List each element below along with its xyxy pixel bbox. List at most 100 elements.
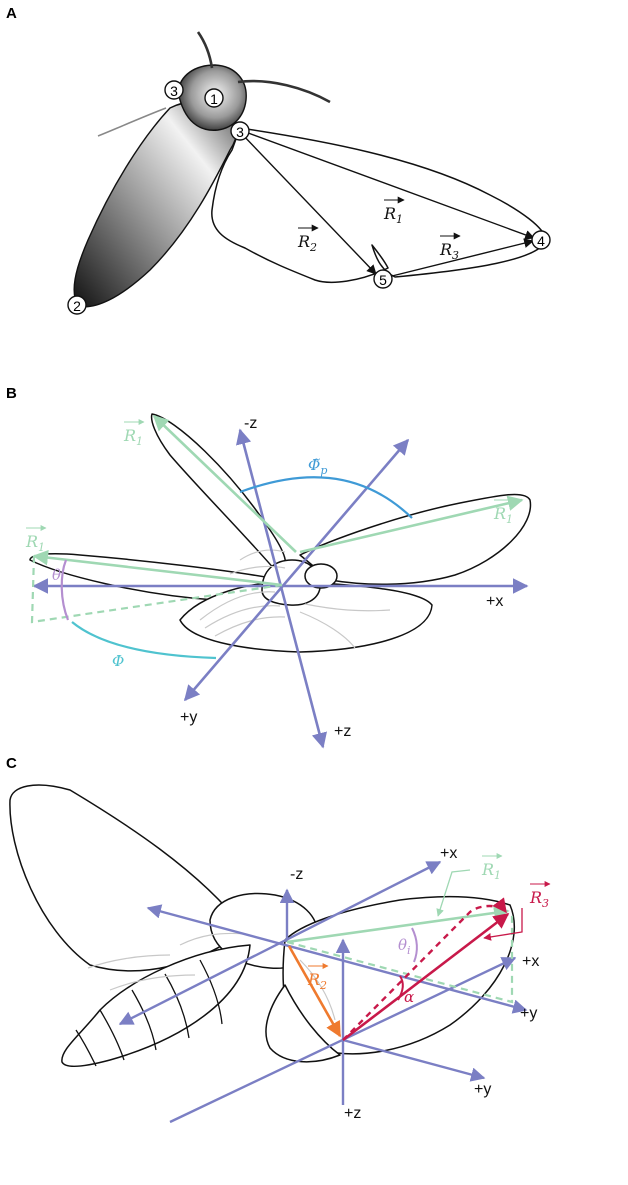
panel-a-landmark-3-right: 3 [230, 121, 250, 141]
panel-c-label-r2: R2 [307, 963, 329, 992]
panel-b-axis-pos-y-label: +y [180, 709, 197, 726]
panel-c-label-r1-name: R [481, 860, 494, 879]
panel-b-left-upper-wing [150, 413, 287, 579]
panel-b-head [304, 563, 338, 589]
panel-b-label-r1-top-sub: 1 [136, 435, 143, 448]
panel-b-r1-side-arrow [32, 549, 283, 587]
panel-c-upper-wing [9, 784, 246, 972]
panel-c-axis-pos-x-upper-label: +x [440, 845, 457, 862]
panel-a-landmark-4: 4 [531, 230, 551, 250]
svg-text:R1: R1 [481, 860, 501, 882]
panel-c-axis-pos-x-lower-label: +x [522, 953, 539, 970]
panel-b-letter: B [6, 385, 17, 402]
svg-text:R1: R1 [383, 204, 403, 226]
panel-c-r1-projection-dashed [286, 915, 514, 1004]
panel-b-axis-neg-z-label: -z [244, 415, 257, 432]
panel-c-r2-arrow [287, 945, 342, 1038]
panel-a-landmark-2: 2 [67, 295, 87, 315]
panel-b-r1-upper-left-arrow [152, 414, 297, 553]
panel-c-letter: C [6, 755, 17, 772]
panel-c-axis-pos-z-label: +z [344, 1105, 361, 1122]
svg-text:R1: R1 [123, 426, 143, 448]
panel-b-axis-y [183, 438, 410, 702]
panel-a-landmark-5-label: 5 [379, 272, 387, 288]
panel-c-label-r2-name: R [307, 970, 320, 989]
panel-a-antenna-right [237, 79, 331, 104]
panel-b-label-r1-left-name: R [25, 532, 38, 551]
panel-a-label-r2-name: R [297, 232, 310, 251]
panel-c-label-r3-name: R [529, 888, 542, 907]
panel-b-axis-pos-z-label: +z [334, 723, 351, 740]
panel-c-alpha-arc [397, 975, 404, 1001]
panel-a-wing-outline [211, 127, 547, 283]
panel-c-axis-lower-x [169, 956, 517, 1124]
panel-a-landmark-3-left-label: 3 [170, 83, 178, 99]
panel-b-r1-upper-right-arrow [299, 495, 524, 554]
panel-c-r3-callout [483, 908, 523, 941]
panel-a-landmark-2-label: 2 [73, 298, 81, 314]
panel-b-theta-arc [60, 559, 70, 621]
panel-a-landmark-4-label: 4 [537, 233, 545, 249]
panel-c-axis-pos-y-upper-label: +y [520, 1005, 537, 1022]
panel-b-phi-p-label: Φ̃p [308, 456, 327, 477]
panel-b-label-r1-right-sub: 1 [506, 513, 513, 526]
panel-a-landmark-1: 1 [204, 88, 224, 108]
panel-c-axis-neg-z-label: -z [290, 866, 303, 883]
svg-text:R3: R3 [439, 240, 459, 262]
panel-c-r1-arrow [286, 905, 510, 944]
panel-a-landmark-3-right-label: 3 [236, 124, 244, 140]
panel-b-theta-label: θ [52, 566, 61, 584]
panel-b-r1-projection-dashed [30, 555, 283, 624]
panel-a-label-r3-name: R [439, 240, 452, 259]
panel-c-label-r3-sub: 3 [542, 897, 549, 910]
svg-text:R1: R1 [25, 532, 45, 554]
panel-c-axis-pos-y-lower-label: +y [474, 1081, 491, 1098]
panel-b-phi-arc [71, 621, 217, 660]
panel-b-label-r1-left: R1 [25, 525, 47, 554]
svg-text:R2: R2 [307, 970, 327, 992]
panel-a-vector-r1-arrow [239, 129, 535, 240]
panel-b: B -z +x +y +z R1 R1 R1 [6, 385, 532, 749]
panel-c-label-r1: R1 [481, 853, 503, 882]
panel-a: A 1 2 3 3 4 5 [6, 5, 551, 315]
panel-a-hindleg [97, 107, 167, 137]
svg-text:R3: R3 [529, 888, 549, 910]
panel-c-axis-lower-y [342, 1038, 486, 1082]
panel-b-label-r1-right-name: R [493, 504, 506, 523]
panel-a-vector-r2-arrow [239, 131, 377, 275]
panel-b-label-r1-right: R1 [493, 497, 515, 526]
panel-c: C -z +x +x +y +y +z R1 [6, 755, 551, 1124]
panel-b-phi-p-arc [239, 476, 413, 519]
panel-c-label-r1-sub: 1 [494, 869, 501, 882]
svg-text:R2: R2 [297, 232, 317, 254]
panel-a-landmark-5: 5 [373, 269, 393, 289]
panel-a-label-r2: R2 [297, 224, 319, 254]
panel-a-landmark-3-left: 3 [164, 80, 184, 100]
panel-b-label-r1-top-name: R [123, 426, 136, 445]
panel-c-alpha-label: α [404, 988, 414, 1006]
panel-c-r1-callout [436, 869, 471, 917]
panel-c-axis-upper-y [118, 860, 442, 1026]
panel-a-label-r1-sub: 1 [396, 213, 403, 226]
panel-c-label-r2-sub: 2 [319, 979, 327, 992]
panel-c-r3-arrow [342, 912, 510, 1042]
panel-a-label-r1-name: R [383, 204, 396, 223]
panel-c-r3-dashed-arrow [342, 897, 507, 1041]
panel-b-axis-pos-x-label: +x [486, 593, 503, 610]
panel-c-theta-i-label: θi [398, 936, 411, 957]
panel-a-label-r3: R3 [439, 232, 461, 262]
panel-a-letter: A [6, 5, 17, 22]
panel-b-label-r1-left-sub: 1 [38, 541, 45, 554]
panel-b-phi-label: Φ [112, 652, 124, 670]
panel-b-label-r1-top: R1 [123, 419, 145, 448]
panel-a-label-r3-sub: 3 [452, 249, 459, 262]
panel-a-antenna-left [196, 31, 214, 69]
panel-a-label-r2-sub: 2 [309, 241, 317, 254]
panel-c-label-r3: R3 [529, 881, 551, 910]
panel-a-vector-r3-arrow [383, 238, 534, 279]
panel-a-landmark-1-label: 1 [210, 91, 218, 107]
panel-a-label-r1: R1 [383, 196, 405, 226]
svg-text:R1: R1 [493, 504, 513, 526]
panel-c-theta-i-arc [411, 927, 418, 963]
